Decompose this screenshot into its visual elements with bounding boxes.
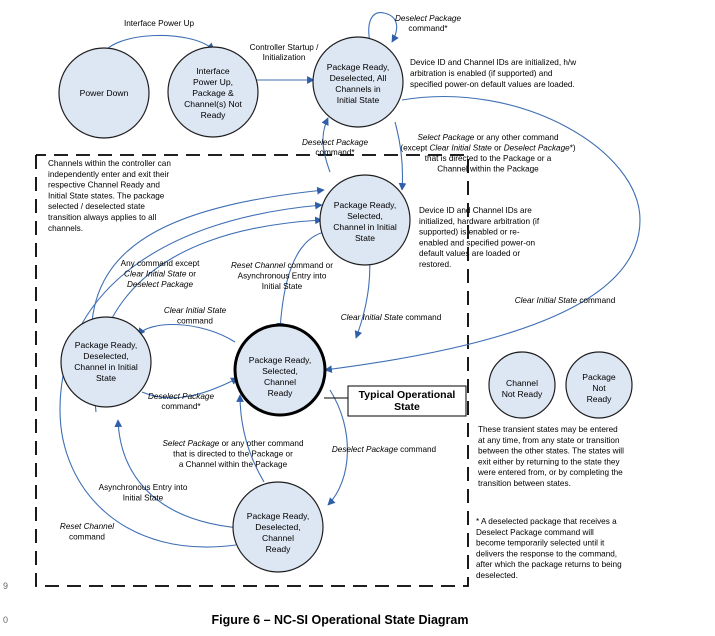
transition-labels: Interface Power Up Controller Startup /I… (48, 14, 624, 580)
dashed-boundary (35, 154, 469, 587)
label-deselect-package-command: Deselect Package command (332, 445, 437, 454)
state-package-ready-selected-channel-initial: Package Ready,Selected,Channel in Initia… (319, 174, 411, 266)
svg-text:Power Down: Power Down (80, 88, 129, 98)
line-number-0: 0 (3, 615, 8, 625)
label-clear-initial-state-right: Clear Initial State command (515, 296, 616, 305)
figure-caption: Figure 6 – NC-SI Operational State Diagr… (211, 613, 468, 627)
state-package-ready-deselected-channel-initial: Package Ready,Deselected,Channel in Init… (60, 316, 152, 408)
svg-text:Package Ready,Deselected,Chann: Package Ready,Deselected,Channel in Init… (74, 340, 138, 383)
line-number-9: 9 (3, 581, 8, 591)
note-device-id-top: Device ID and Channel IDs are initialize… (410, 58, 576, 89)
svg-text:Package Ready,Selected,Channel: Package Ready,Selected,Channel in Initia… (333, 200, 397, 243)
label-interface-power-up: Interface Power Up (124, 19, 195, 28)
label-select-package-any: Select Package or any other command(exce… (400, 133, 576, 174)
label-clear-initial-state-command: Clear Initial State command (341, 313, 442, 322)
label-controller-startup: Controller Startup /Initialization (250, 43, 319, 62)
state-power-down: Power Down (58, 47, 150, 139)
